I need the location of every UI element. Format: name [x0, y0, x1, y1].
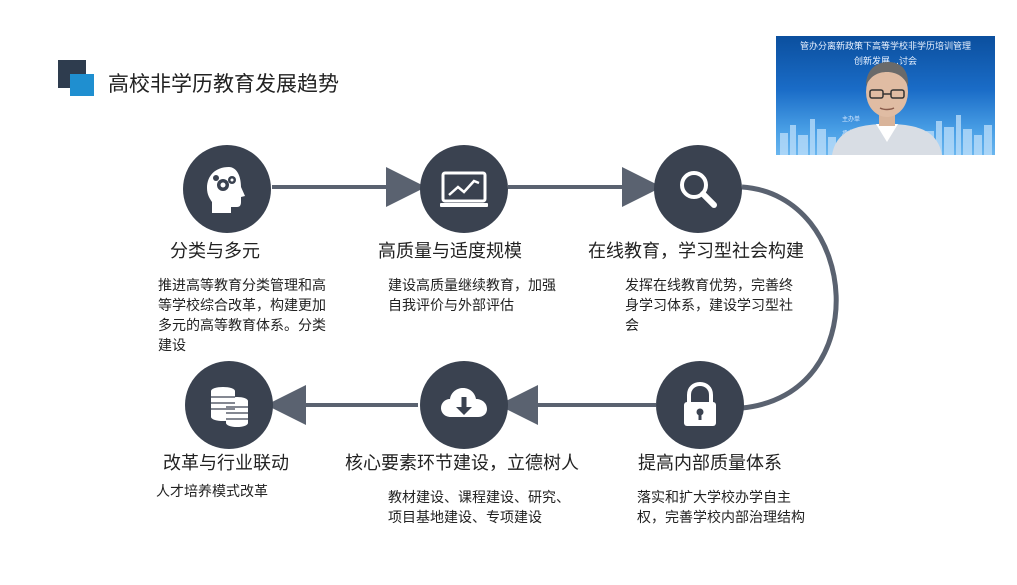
step-3-description: 发挥在线教育优势，完善终身学习体系，建设学习型社会	[625, 276, 795, 336]
video-banner-line-1: 管办分离新政策下高等学校非学历培训管理	[776, 40, 995, 55]
step-1-heading: 分类与多元	[170, 240, 260, 264]
step-node-6	[185, 361, 273, 449]
step-node-1	[183, 145, 271, 233]
lock-icon	[672, 377, 728, 433]
step-2-heading: 高质量与适度规模	[378, 240, 522, 264]
coins-icon	[201, 377, 257, 433]
speaker-video-feed[interactable]: 管办分离新政策下高等学校非学历培训管理 创新发展…讨会 主办单 承办单位	[776, 36, 995, 155]
cloud-download-icon	[436, 377, 492, 433]
step-node-2	[420, 145, 508, 233]
step-4-heading: 提高内部质量体系	[638, 452, 782, 476]
monitor-chart-icon	[436, 161, 492, 217]
step-node-3	[654, 145, 742, 233]
step-6-description: 人才培养模式改革	[156, 482, 326, 502]
head-gears-icon	[199, 161, 255, 217]
step-6-heading: 改革与行业联动	[163, 452, 289, 476]
step-5-description: 教材建设、课程建设、研究、项目基地建设、专项建设	[388, 488, 573, 528]
step-5-heading: 核心要素环节建设，立德树人	[345, 452, 615, 476]
step-3-heading: 在线教育，学习型社会构建	[588, 240, 808, 264]
step-node-5	[420, 361, 508, 449]
step-2-description: 建设高质量继续教育，加强自我评价与外部评估	[388, 276, 558, 316]
step-4-description: 落实和扩大学校办学自主权，完善学校内部治理结构	[637, 488, 807, 528]
step-node-4	[656, 361, 744, 449]
magnifier-icon	[670, 161, 726, 217]
step-1-description: 推进高等教育分类管理和高等学校综合改革，构建更加多元的高等教育体系。分类建设	[158, 276, 328, 356]
speaker-avatar	[832, 54, 942, 155]
